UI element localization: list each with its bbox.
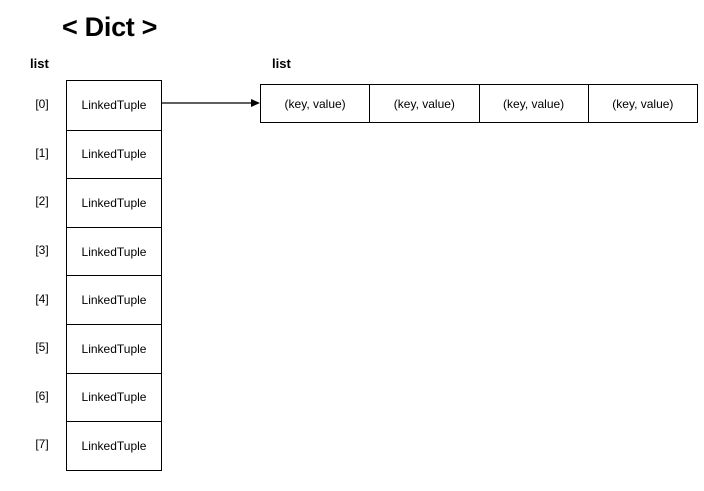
bucket-cell-3: LinkedTuple — [67, 226, 161, 276]
bucket-index-4: [4] — [35, 292, 49, 306]
pointer-arrow — [162, 99, 260, 107]
bucket-cell-6: LinkedTuple — [67, 372, 161, 422]
bucket-index-0: [0] — [35, 97, 49, 111]
tuple-cell-2: (key, value) — [478, 85, 588, 122]
tuple-cell-1: (key, value) — [369, 85, 478, 122]
bucket-index-2: [2] — [35, 194, 49, 208]
bucket-cell-4: LinkedTuple — [67, 275, 161, 324]
bucket-cell-7: LinkedTuple — [67, 421, 161, 470]
bucket-index-5: [5] — [35, 340, 49, 354]
bucket-list-label: list — [30, 56, 49, 71]
bucket-cell-0: LinkedTuple — [81, 98, 147, 113]
tuple-cell-3: (key, value) — [587, 85, 697, 122]
bucket-index-3: [3] — [35, 243, 49, 257]
bucket-array: LinkedTuple LinkedTuple LinkedTuple Link… — [66, 80, 162, 471]
bucket-cell-5: LinkedTuple — [67, 323, 161, 373]
pointer-arrow-head — [251, 99, 260, 107]
bucket-cell-1: LinkedTuple — [67, 129, 161, 179]
bucket-index-7: [7] — [35, 437, 49, 451]
diagram-title: < Dict > — [62, 12, 158, 42]
bucket-cell-2: LinkedTuple — [67, 178, 161, 227]
tuple-cell-0: (key, value) — [284, 96, 346, 111]
linked-list-label: list — [272, 56, 291, 71]
bucket-index-1: [1] — [35, 146, 49, 160]
bucket-index-6: [6] — [35, 389, 49, 403]
linked-tuple-row: (key, value) (key, value) (key, value) (… — [260, 84, 698, 123]
